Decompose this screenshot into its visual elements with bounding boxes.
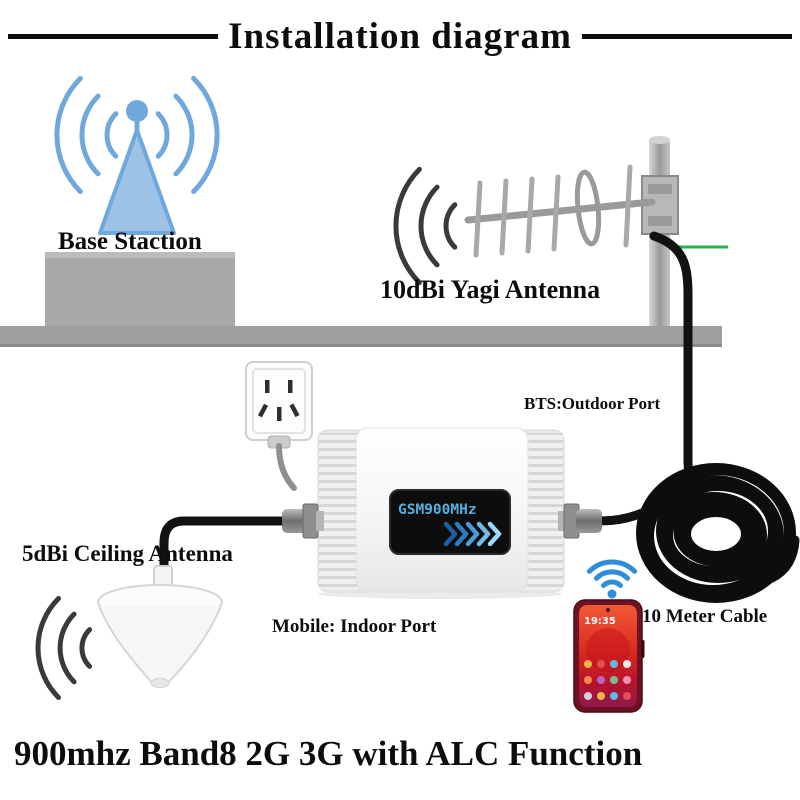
- phone-screen: [579, 605, 637, 707]
- indoor-cable: [159, 516, 291, 583]
- title-row: Installation diagram: [0, 12, 800, 60]
- outdoor-port-connector: [558, 503, 602, 539]
- yagi-boom: [464, 198, 656, 224]
- phone-time: 19:35: [584, 616, 616, 627]
- base-station-illustration: [54, 75, 220, 235]
- ceiling-antenna-label: 5dBi Ceiling Antenna: [22, 541, 233, 566]
- building-illustration: [45, 252, 235, 332]
- heatsink-fins-left: [319, 433, 358, 589]
- heatsink-fins-right: [524, 433, 563, 589]
- power-cable: [276, 443, 297, 491]
- yagi-signal-waves: [393, 166, 458, 286]
- socket-slot: [288, 380, 293, 393]
- lcd-display-text: GSM900MHz: [398, 502, 477, 518]
- yagi-folded-dipole: [574, 169, 602, 247]
- title-rule-right: [581, 33, 793, 39]
- base-station-signal-waves: [54, 75, 220, 195]
- base-station-label: Base Staction: [58, 228, 202, 255]
- repeater-device: GSM900MHz: [317, 427, 565, 599]
- bts-outdoor-port-label: BTS:Outdoor Port: [524, 394, 661, 413]
- mobile-indoor-port-label: Mobile: Indoor Port: [272, 616, 437, 637]
- yagi-antenna-label: 10dBi Yagi Antenna: [380, 275, 601, 304]
- wifi-signal-icon: [586, 559, 638, 599]
- indoor-port-connector: [282, 503, 324, 539]
- power-socket-illustration: [245, 361, 313, 491]
- coil-cable-tail: [767, 535, 800, 583]
- ceiling-antenna-illustration: [97, 565, 223, 688]
- yagi-elements: [473, 164, 633, 258]
- phone-app-icons: [584, 660, 631, 700]
- page-title: Installation diagram: [228, 15, 572, 57]
- lcd-signal-chevrons: [443, 521, 502, 547]
- bottom-caption: 900mhz Band8 2G 3G with ALC Function: [14, 734, 643, 773]
- socket-slot: [257, 403, 269, 418]
- ceiling-antenna-signal-waves: [35, 596, 93, 700]
- cable-coil: [636, 463, 800, 603]
- smartphone-illustration: 19:35: [573, 599, 645, 713]
- cable-length-label: 10 Meter Cable: [642, 606, 768, 627]
- socket-slot: [265, 380, 270, 393]
- socket-slot: [277, 407, 282, 421]
- socket-slot: [289, 403, 300, 418]
- lcd-display: [389, 489, 511, 555]
- ground-bar: [0, 326, 722, 347]
- title-rule-left: [8, 33, 219, 39]
- yagi-antenna-illustration: [464, 164, 679, 258]
- tower-body: [98, 128, 176, 235]
